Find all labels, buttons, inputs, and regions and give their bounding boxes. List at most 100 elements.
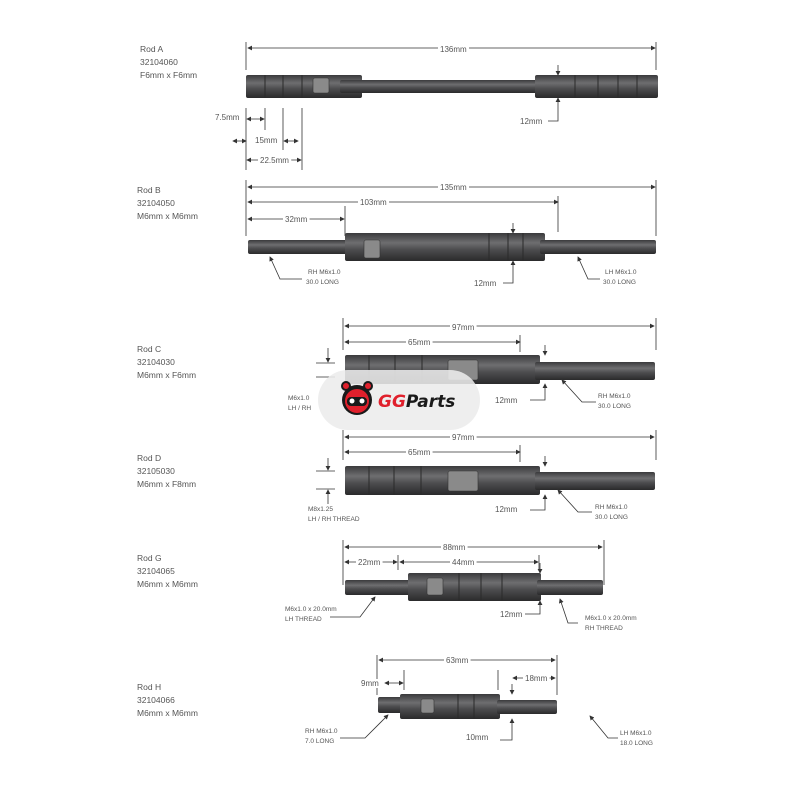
dim-7-5: 7.5mm [215,113,240,122]
label-backing [596,403,633,410]
label-backing [450,558,477,567]
label-backing [583,615,639,622]
label-backing [464,733,491,742]
thread-note: 18.0 LONG [620,740,653,747]
label-backing [286,395,312,402]
ggparts-watermark: GGParts [318,370,480,430]
dim-overall: 97mm [452,323,475,332]
wrench-flat [363,239,381,259]
label-backing [303,728,340,735]
thread-note: 30.0 LONG [603,279,636,286]
brand-parts: Parts [406,392,455,412]
thread-note: 30.0 LONG [598,403,631,410]
thread-note: LH M6x1.0 [620,730,652,737]
wrench-flat [426,577,444,596]
dim-overall: 97mm [452,433,475,442]
dim-diameter: 12mm [474,279,497,288]
dim-diameter: 10mm [466,733,489,742]
label-backing [438,183,470,192]
leader-line [548,97,561,122]
dim-overall: 88mm [443,543,466,552]
dimension-labels: 136mm 12mm 7.5mm 15mm 22.5mm 135mm 103mm… [213,45,655,747]
rod-b-label: Rod B 32104050 M6mm x M6mm [137,185,198,221]
rod-name: Rod D [137,453,161,463]
leader-line [558,598,578,624]
thread-note: 30.0 LONG [595,514,628,521]
rod-name: Rod H [137,682,161,692]
thread-note: M6x1.0 x 20.0mm [285,606,337,613]
dim-diameter: 12mm [495,505,518,514]
leader-line [530,494,548,511]
dim-overall: 63mm [446,656,469,665]
dim-mid: 44mm [452,558,475,567]
dim-end: 18mm [525,674,548,683]
rod-part-number: 32104060 [140,57,178,67]
label-backing [303,738,337,745]
thread-note: RH M6x1.0 [598,393,631,400]
label-backing [583,625,626,632]
rod-part-number: 32105030 [137,466,175,476]
rod-segment [378,697,402,713]
thread-note: 30.0 LONG [306,279,339,286]
label-backing [356,558,383,567]
dim-short: 32mm [285,215,308,224]
rod-segment [535,362,655,380]
thread-note: LH / RH THREAD [308,516,360,523]
leader-line [500,718,515,741]
rod-spec: M6mm x F6mm [137,370,196,380]
watermark-brand: GGParts [378,392,455,412]
label-backing [450,433,477,442]
label-backing [523,674,550,683]
leader-line [340,714,389,739]
label-backing [283,606,339,613]
rod-part-number: 32104065 [137,566,175,576]
brand-gg: GG [378,392,406,412]
rod-name: Rod B [137,185,161,195]
thread-note: LH / RH [288,405,311,412]
rod-segment [246,75,362,98]
label-backing [472,279,499,288]
rod-segment [537,580,603,595]
label-backing [450,323,477,332]
leader-line [503,260,516,284]
rod-c-label: Rod C 32104030 M6mm x F6mm [137,344,196,380]
thread-note: M6x1.0 x 20.0mm [585,615,637,622]
rod-spec: M6mm x M6mm [137,579,198,589]
label-backing [603,269,639,276]
thread-note: M8x1.25 [308,506,333,513]
label-backing [438,45,470,54]
leader-line [530,383,548,401]
leader-line [589,715,618,739]
rod-segment [345,233,545,261]
wrench-flat [312,77,330,94]
label-backing [306,506,336,513]
label-backing [618,730,654,737]
dim-short: 9mm [361,679,379,688]
leader-line [330,596,376,618]
wrench-flat [447,470,479,492]
dim-diameter: 12mm [500,610,523,619]
label-backing [441,543,468,552]
label-backing [283,215,310,224]
label-backing [304,279,341,286]
dim-15: 15mm [255,136,278,145]
dim-short: 22mm [358,558,381,567]
label-backing [601,279,638,286]
rod-segment [535,472,655,490]
label-backing [406,338,433,347]
leader-line [577,256,600,280]
rod-spec: M6mm x M6mm [137,708,198,718]
rod-segment [400,694,500,719]
leader-line [269,256,302,280]
thread-note: RH M6x1.0 [595,504,628,511]
dim-mid: 65mm [408,448,431,457]
thread-note: LH M6x1.0 [605,269,637,276]
rod-part-number: 32104050 [137,198,175,208]
rod-segment [340,80,560,93]
label-backing [306,516,362,523]
dim-diameter: 12mm [495,396,518,405]
rod-segment [535,75,658,98]
label-backing [596,393,633,400]
rod-d-label: Rod D 32105030 M6mm x F8mm [137,453,196,489]
